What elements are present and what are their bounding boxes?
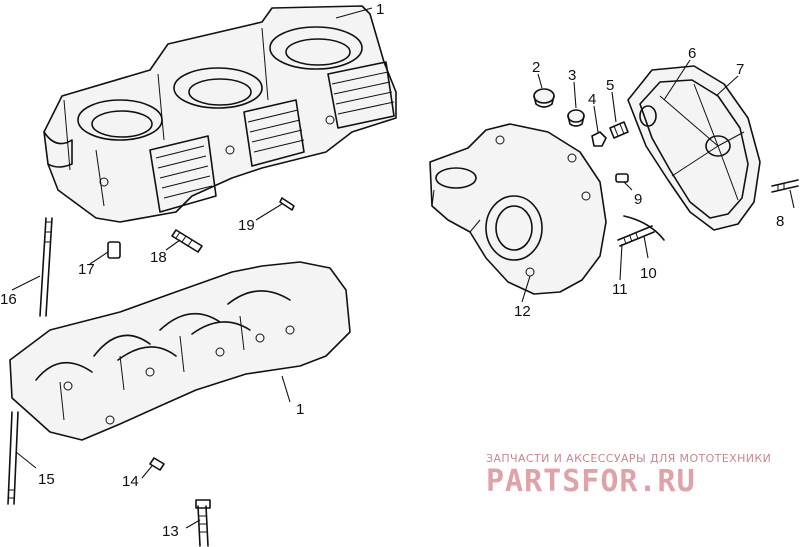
callout-15: 15: [38, 471, 55, 488]
callout-1-lower: 1: [296, 401, 304, 418]
callout-18: 18: [150, 249, 167, 266]
callout-16: 16: [0, 291, 17, 308]
part-17-dowel: [107, 241, 121, 259]
callout-7: 7: [736, 61, 744, 78]
lower-crankcase: [9, 261, 351, 441]
callout-9: 9: [634, 191, 642, 208]
callout-17: 17: [78, 261, 95, 278]
part-6-seal: [639, 105, 657, 127]
part-19-plug: [279, 197, 295, 211]
part-15-stud: [7, 411, 19, 505]
callout-10: 10: [640, 265, 657, 282]
callout-8: 8: [776, 213, 784, 230]
leader-lines: [11, 7, 795, 529]
watermark-tagline: ЗАПЧАСТИ И АКСЕССУАРЫ ДЛЯ МОТОТЕХНИКИ: [486, 452, 772, 465]
watermark-logo: PARTSFOR.RU: [486, 464, 696, 499]
callout-2: 2: [532, 59, 540, 76]
part-13-bolt: [195, 499, 211, 547]
callout-6: 6: [688, 45, 696, 62]
callout-5: 5: [606, 77, 614, 94]
callout-13: 13: [162, 523, 179, 540]
part-8-bolt: [771, 179, 799, 193]
callout-3: 3: [568, 67, 576, 84]
part-2-cap: [533, 88, 555, 108]
callout-19: 19: [238, 217, 255, 234]
callout-1-upper: 1: [376, 1, 384, 18]
callout-14: 14: [122, 473, 139, 490]
part-4-nut: [591, 131, 607, 147]
part-12-housing: [429, 123, 607, 295]
upper-crankcase: [43, 5, 397, 223]
site-watermark: ЗАПЧАСТИ И АКСЕССУАРЫ ДЛЯ МОТОТЕХНИКИ PA…: [486, 452, 786, 499]
callout-11: 11: [612, 281, 628, 298]
part-14-clip: [149, 457, 165, 471]
part-10-gasket: [623, 215, 665, 241]
part-3-plug: [567, 109, 585, 127]
part-5-fitting: [609, 121, 629, 139]
callout-4: 4: [588, 91, 596, 108]
part-16-long-stud: [39, 217, 53, 317]
part-18-fitting: [171, 229, 203, 253]
callout-12: 12: [514, 303, 531, 320]
part-9-pin: [615, 173, 629, 183]
part-11-bolt: [617, 225, 655, 247]
part-7-cover: [627, 65, 761, 231]
